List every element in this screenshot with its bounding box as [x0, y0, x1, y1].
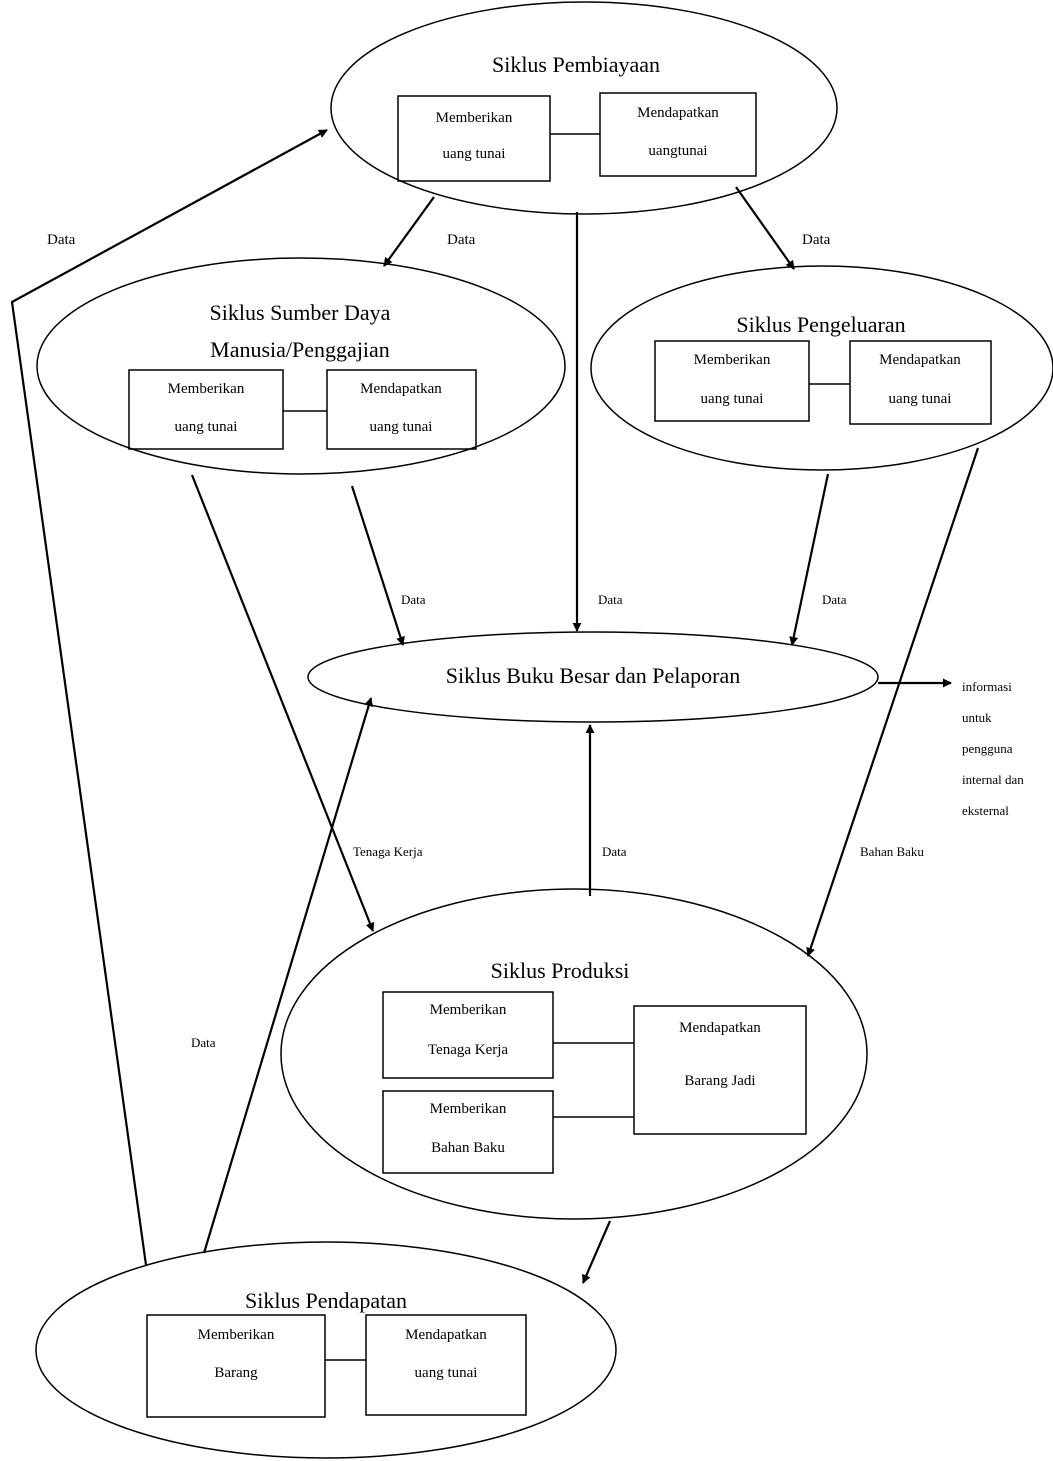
buku-besar-cycle-ellipse — [307, 631, 879, 723]
output-info-line2: untuk — [962, 710, 992, 725]
produksi-cycle-ellipse — [280, 888, 868, 1220]
produksi-give-labor-box — [382, 991, 554, 1079]
pendapatan-get-cash-line2: uang tunai — [415, 1365, 478, 1381]
arrow-produksi-to-pendapatan — [581, 1220, 612, 1284]
label-data-outer-left: Data — [47, 232, 76, 248]
label-data-pengeluaran-to-buku-besar: Data — [822, 592, 847, 607]
sdm-title-line2: Manusia/Penggajian — [210, 337, 390, 362]
pendapatan-give-goods-line1: Memberikan — [198, 1327, 275, 1343]
produksi-give-material-line2: Bahan Baku — [431, 1140, 505, 1156]
pembiayaan-give-cash-box — [397, 95, 551, 182]
produksi-give-material-box — [382, 1090, 554, 1174]
produksi-give-material-line1: Memberikan — [430, 1101, 507, 1117]
arrow-sdm-to-produksi — [190, 474, 375, 932]
sdm-give-cash-line1: Memberikan — [168, 381, 245, 397]
arrow-pendapatan-to-buku-besar — [202, 697, 373, 1254]
pembiayaan-give-cash-line2: uang tunai — [443, 146, 506, 162]
pembiayaan-title: Siklus Pembiayaan — [492, 52, 660, 77]
pembiayaan-give-cash-line1: Memberikan — [436, 110, 513, 126]
pembiayaan-get-cash-line1: Mendapatkan — [637, 105, 719, 121]
pengeluaran-get-cash-line2: uang tunai — [889, 391, 952, 407]
pengeluaran-give-cash-box — [654, 340, 810, 422]
pengeluaran-get-cash-line1: Mendapatkan — [879, 352, 961, 368]
produksi-give-labor-line2: Tenaga Kerja — [428, 1042, 508, 1058]
label-data-sdm-to-buku-besar: Data — [401, 592, 426, 607]
label-data-produksi-to-buku-besar: Data — [602, 844, 627, 859]
pendapatan-give-goods-box — [146, 1314, 326, 1418]
produksi-title: Siklus Produksi — [491, 958, 630, 983]
sdm-get-cash-line2: uang tunai — [370, 419, 433, 435]
pendapatan-give-goods-line2: Barang — [214, 1365, 258, 1381]
sdm-title-line1: Siklus Sumber Daya — [210, 300, 391, 325]
pengeluaran-give-cash-line2: uang tunai — [701, 391, 764, 407]
pengeluaran-give-cash-line1: Memberikan — [694, 352, 771, 368]
output-info-line3: pengguna — [962, 741, 1013, 756]
arrow-pengeluaran-to-produksi — [806, 447, 980, 957]
produksi-get-goods-line1: Mendapatkan — [679, 1020, 761, 1036]
pendapatan-title: Siklus Pendapatan — [245, 1288, 407, 1313]
sdm-give-cash-box — [128, 369, 284, 450]
arrow-pembiayaan-to-pengeluaran — [735, 186, 795, 270]
label-data-to-sdm: Data — [447, 232, 476, 248]
label-data-pembiayaan-to-buku-besar: Data — [598, 592, 623, 607]
output-info-line5: eksternal — [962, 803, 1009, 818]
pendapatan-get-cash-box — [365, 1314, 527, 1416]
sdm-get-cash-box — [326, 369, 477, 450]
arrow-pendapatan-to-pembiayaan — [10, 129, 328, 1266]
pendapatan-get-cash-line1: Mendapatkan — [405, 1327, 487, 1343]
pengeluaran-get-cash-box — [849, 340, 992, 425]
pembiayaan-get-cash-line2: uangtunai — [648, 143, 707, 159]
pengeluaran-cycle-ellipse — [590, 265, 1053, 471]
output-info-line1: informasi — [962, 679, 1012, 694]
pendapatan-cycle-ellipse — [35, 1241, 617, 1459]
output-info-line4: internal dan — [962, 772, 1024, 787]
sdm-get-cash-line1: Mendapatkan — [360, 381, 442, 397]
pembiayaan-cycle-ellipse — [330, 1, 838, 215]
produksi-get-goods-box — [633, 1005, 807, 1135]
produksi-get-goods-line2: Barang Jadi — [684, 1073, 755, 1089]
label-bahan-baku: Bahan Baku — [860, 844, 924, 859]
sdm-cycle-ellipse — [36, 257, 566, 475]
pembiayaan-get-cash-box — [599, 92, 757, 177]
buku-besar-title: Siklus Buku Besar dan Pelaporan — [446, 663, 741, 688]
produksi-give-labor-line1: Memberikan — [430, 1002, 507, 1018]
label-data-pendapatan-to-buku-besar: Data — [191, 1035, 216, 1050]
label-data-to-pengeluaran: Data — [802, 232, 831, 248]
arrow-pembiayaan-to-sdm — [383, 196, 435, 267]
arrow-pengeluaran-to-buku-besar — [789, 473, 830, 646]
arrow-sdm-to-buku-besar — [350, 485, 405, 646]
sdm-give-cash-line2: uang tunai — [175, 419, 238, 435]
pengeluaran-title: Siklus Pengeluaran — [736, 312, 905, 337]
label-tenaga-kerja: Tenaga Kerja — [353, 844, 423, 859]
